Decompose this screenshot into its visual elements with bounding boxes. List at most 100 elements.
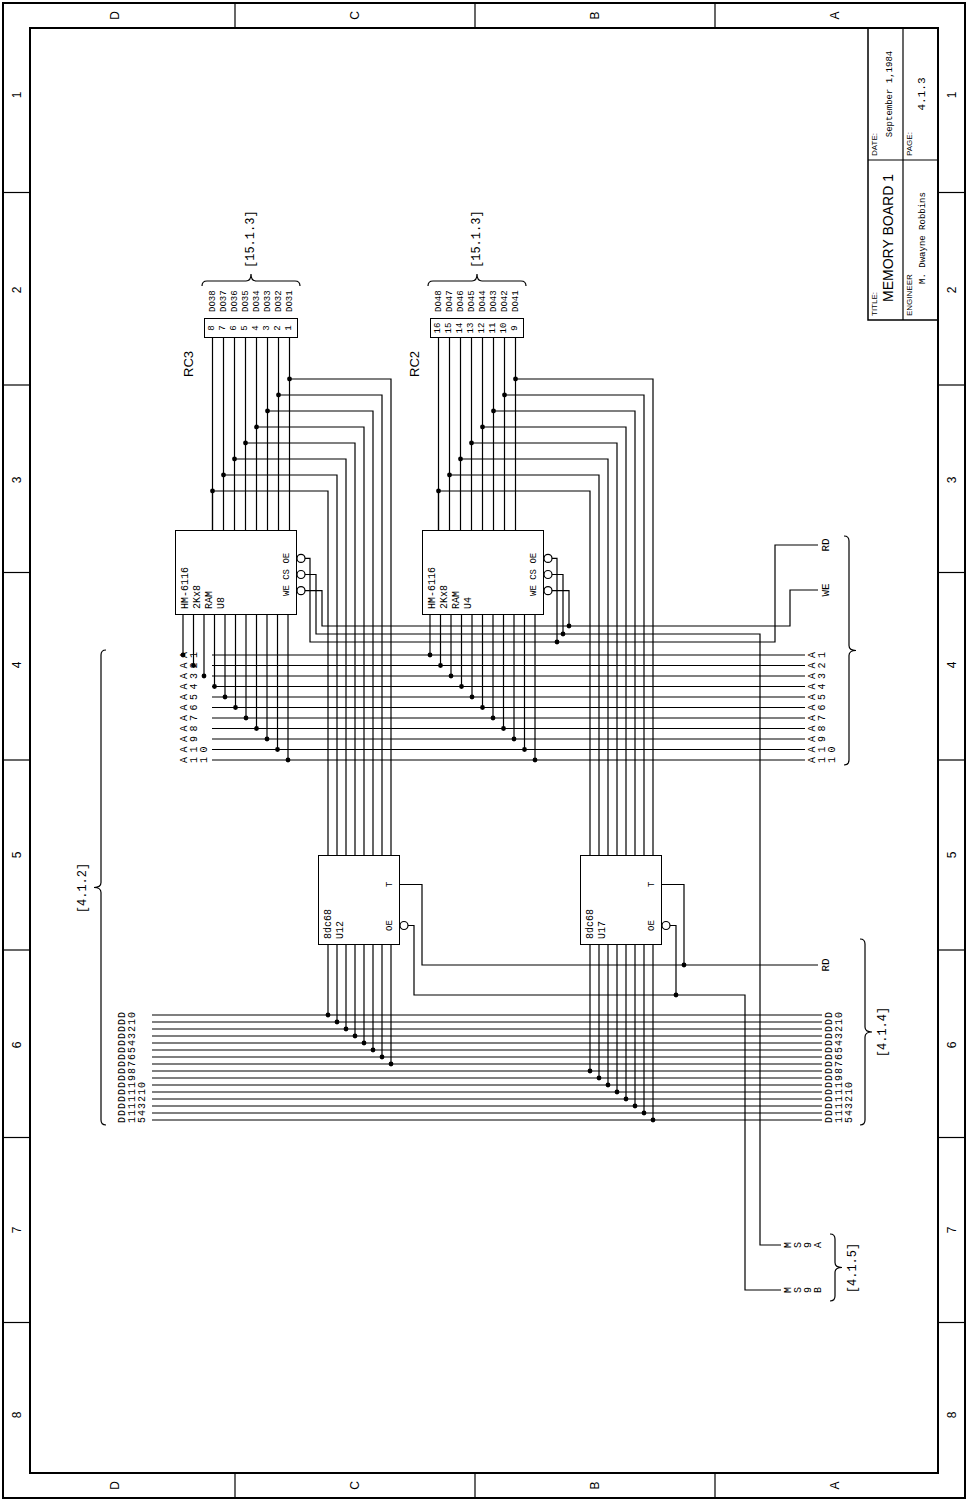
address-bus-line: [212, 749, 805, 750]
address-bus-line: [212, 654, 805, 655]
address-bus-line: [212, 696, 805, 697]
ram-chip: HM-61162Kx8RAMU4WE CS OE: [422, 530, 544, 615]
address-bus-line: [212, 686, 805, 687]
bus-signal-name: D14: [118, 1110, 148, 1116]
reference-designator: RC3: [181, 351, 196, 377]
bracket: [202, 274, 300, 286]
data-bus-line: [152, 1056, 822, 1057]
part-label: U12: [335, 861, 347, 939]
zone-tick: [474, 3, 475, 28]
bracket: [94, 650, 106, 1125]
data-bus-line: [152, 1105, 822, 1106]
bus-signal-name: D13: [118, 1103, 148, 1109]
address-bus-line: [212, 717, 805, 718]
data-bus-line: [152, 1091, 822, 1092]
pin-name: T: [385, 882, 396, 887]
zone-marker: 7: [945, 1227, 959, 1234]
pin-number: 14: [455, 322, 466, 334]
pin-signal-name: DO43: [488, 290, 499, 312]
junction-dot: [287, 377, 292, 382]
junction-dot: [221, 473, 226, 478]
part-label: 2Kx8: [439, 536, 451, 609]
junction-dot: [371, 1048, 376, 1053]
control-pin-names: WE CS OE: [529, 553, 540, 596]
pin-signal-name: DO34: [251, 290, 262, 312]
bracket: [844, 536, 856, 765]
zone-marker: 2: [10, 287, 24, 294]
pin-number: 11: [488, 322, 499, 334]
address-wire: [245, 615, 246, 718]
bus-signal-name: D3: [825, 1033, 845, 1039]
pin-signal-name: DO46: [455, 290, 466, 312]
junction-dot: [212, 684, 217, 689]
zone-marker: D: [108, 1481, 122, 1490]
bus-signal-name: D8: [825, 1068, 845, 1074]
pin-number: 9: [510, 322, 521, 334]
bus-signal-name: A11: [180, 757, 210, 763]
bus-signal-name: A9: [808, 736, 828, 742]
part-label: 2Kx8: [192, 536, 204, 609]
title-block-field: TITLE:: [870, 292, 879, 316]
title-block-value: September 1,1984: [885, 51, 896, 137]
junction-dot: [469, 441, 474, 446]
net-name: MS9B: [784, 1287, 824, 1293]
junction-dot: [233, 705, 238, 710]
junction-dot: [533, 758, 538, 763]
junction-dot: [555, 640, 560, 645]
address-wire: [440, 615, 441, 666]
data-bus-line: [152, 1084, 822, 1085]
inversion-bubble: [297, 587, 305, 595]
pin-number: 4: [251, 322, 262, 334]
data-bus-line: [152, 1070, 822, 1071]
pin-signal-name: DO37: [218, 290, 229, 312]
sheet-reference: [15.1.3]: [244, 210, 258, 268]
pin-name: OE: [647, 920, 658, 931]
bus-signal-name: D1: [118, 1019, 138, 1025]
bus-signal-name: D7: [118, 1061, 138, 1067]
address-bus-line: [212, 759, 805, 760]
zone-marker: C: [348, 1481, 362, 1490]
zone-marker: 2: [945, 287, 959, 294]
data-wire: [449, 338, 450, 530]
address-bus-line: [212, 707, 805, 708]
net-name: WE: [820, 583, 832, 596]
pin-number: 12: [477, 322, 488, 334]
outer-border: [3, 3, 965, 1498]
address-bus-line: [212, 675, 805, 676]
title-block: [868, 28, 938, 320]
data-bus-line: [152, 1035, 822, 1036]
junction-dot: [491, 409, 496, 414]
control-wire: [569, 590, 818, 626]
junction-dot: [513, 377, 518, 382]
address-wire: [182, 615, 183, 655]
zone-tick: [938, 759, 965, 760]
junction-dot: [389, 1062, 394, 1067]
data-wire: [289, 338, 290, 530]
part-label: U4: [463, 536, 475, 609]
junction-dot: [458, 457, 463, 462]
sheet-reference: [15.1.3]: [470, 210, 484, 268]
zone-tick: [234, 1473, 235, 1498]
bus-signal-name: D4: [825, 1040, 845, 1046]
data-wire: [354, 945, 355, 1036]
data-wire: [246, 443, 356, 855]
junction-dot: [362, 1041, 367, 1046]
zone-marker: B: [588, 1481, 602, 1489]
bus-signal-name: D6: [825, 1054, 845, 1060]
control-wire: [557, 545, 818, 642]
bus-signal-name: A2: [180, 663, 200, 669]
data-wire: [589, 945, 590, 1071]
part-label: 8dc68: [585, 861, 597, 939]
address-wire: [503, 615, 504, 729]
inversion-bubble: [544, 554, 552, 562]
control-wire: [408, 926, 781, 1291]
zone-marker: 8: [945, 1412, 959, 1419]
title-block-field: PAGE:: [905, 132, 914, 156]
ram-chip: HM-61162Kx8RAMU8WE CS OE: [175, 530, 297, 615]
pin-number: 7: [218, 322, 229, 334]
data-wire: [234, 338, 235, 530]
pin-number: 2: [273, 322, 284, 334]
zone-marker: 5: [945, 852, 959, 859]
